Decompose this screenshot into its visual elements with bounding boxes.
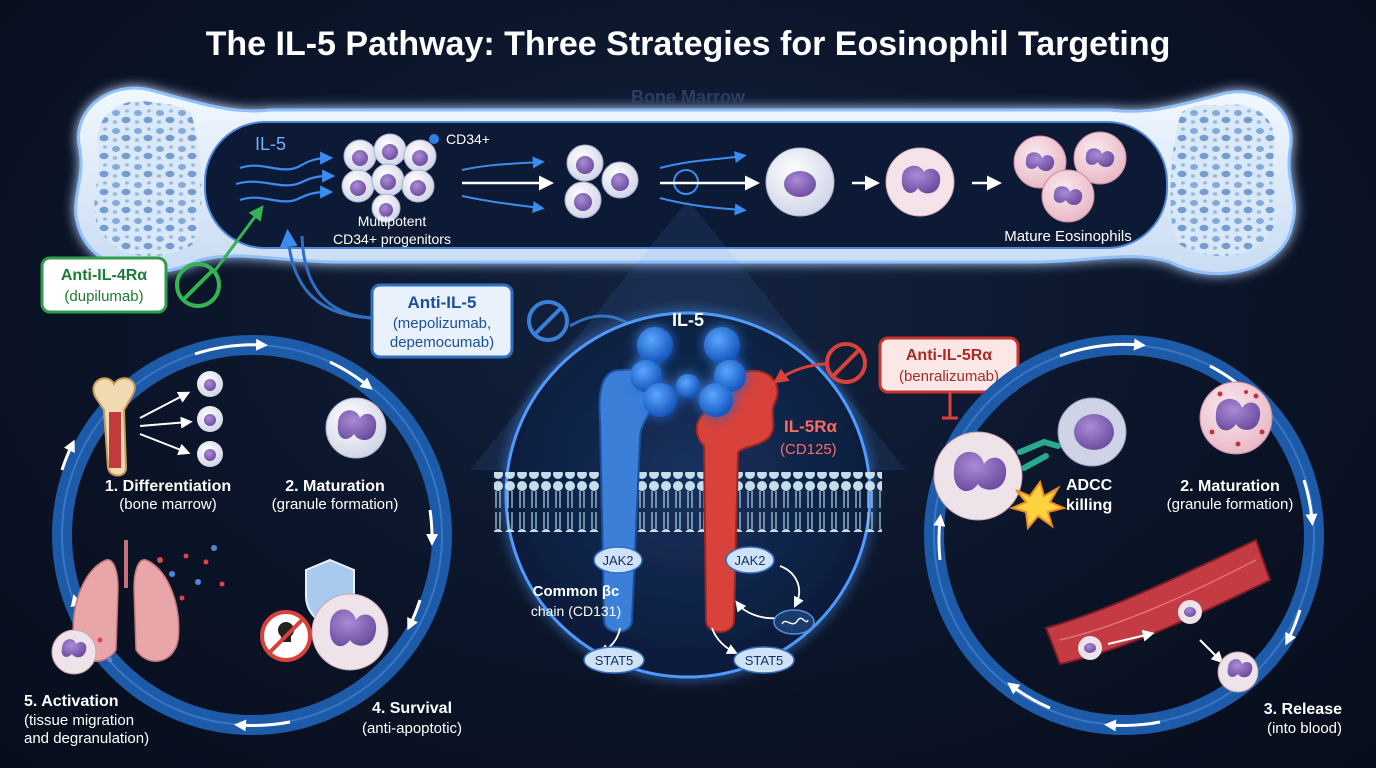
bone-marrow-label: Bone Marrow: [631, 87, 746, 107]
right-lifecycle-ring: [924, 335, 1324, 735]
myelocyte-cell: [765, 147, 835, 217]
no-apoptosis-icon: [260, 610, 312, 662]
right-step2-title: 2. Maturation: [1180, 478, 1280, 495]
right-step2-sub: (granule formation): [1167, 496, 1294, 513]
anti-il5ra-name: Anti-IL-5Rα: [906, 347, 992, 364]
anti-il4ra-strategy: Anti-IL-4Rα (dupilumab): [40, 205, 264, 314]
jak2-left-badge: JAK2: [593, 546, 643, 574]
left-step4-title: 4. Survival: [372, 700, 452, 717]
antibody-bridge-icon: [1017, 438, 1061, 471]
left-step2-sub: (granule formation): [272, 496, 399, 513]
marrow-il5-label: IL-5: [255, 134, 286, 154]
differentiated-cells: [197, 371, 223, 467]
differentiation-arrows: [139, 391, 193, 455]
mature-eosinophils: [1013, 131, 1127, 223]
anti-il4ra-drug: (dupilumab): [64, 288, 143, 305]
il5-feedback-arrows: [279, 228, 379, 320]
adcc-label-line1: ADCC: [1066, 477, 1113, 494]
anti-il5-box: [370, 283, 514, 359]
adcc-burst-icon: [1009, 479, 1068, 531]
anti-il5-drug-line2: depemocumab): [390, 334, 494, 351]
targeted-eosinophil: [933, 431, 1023, 521]
maturing-eosinophil-icon: [325, 397, 387, 459]
left-step5-sub1: (tissue migration: [24, 712, 134, 729]
progenitors-label-line2: CD34+ progenitors: [333, 231, 451, 247]
left-step5-title: 5. Activation: [24, 693, 119, 710]
eosinophil-precursor-cell: [885, 147, 955, 217]
marrow-flow-arrows-2: [659, 151, 747, 216]
il5-wave-arrows: [235, 151, 336, 203]
receptor-il5-label: IL-5: [672, 310, 704, 330]
stat5-right-badge: STAT5: [733, 646, 795, 674]
anti-il5ra-strategy: Anti-IL-5Rα (benralizumab): [773, 336, 1020, 420]
il5ra-label-line1: IL-5Rα: [784, 417, 838, 436]
cd34-label: CD34+: [446, 131, 490, 147]
anti-il5-name: Anti-IL-5: [408, 293, 477, 312]
left-step1-sub: (bone marrow): [119, 496, 217, 513]
degranulation-particles: [97, 545, 225, 663]
progenitor-cell-cluster: [341, 133, 437, 223]
right-maturing-eosinophil: [1199, 381, 1273, 455]
beta-chain-label-line1: Common βc: [533, 583, 620, 600]
left-step1-title: 1. Differentiation: [105, 478, 231, 495]
bone-marrow-icon: [92, 377, 136, 477]
receptor-zoom-circle: [494, 311, 882, 679]
anti-il5ra-block-icon: [825, 342, 867, 384]
anti-il5-drug-line1: (mepolizumab,: [393, 315, 491, 332]
left-lifecycle-ring: [52, 335, 452, 735]
il5ra-label-line2: (CD125): [780, 441, 837, 458]
anti-il5ra-drug: (benralizumab): [899, 368, 999, 385]
nk-cell: [1057, 397, 1127, 467]
beta-chain-label-line2: chain (CD131): [531, 603, 621, 619]
bone-marrow-bone: [74, 86, 1296, 276]
svg-text:JAK2: JAK2: [602, 553, 633, 568]
cell-membrane: [494, 472, 882, 532]
lung-tissue-icon: [51, 540, 180, 675]
jak2-right-badge: JAK2: [725, 546, 775, 574]
right-step3-sub: (into blood): [1267, 720, 1342, 737]
stat5-phospho-icon: [773, 609, 815, 635]
left-step4-sub: (anti-apoptotic): [362, 720, 462, 737]
blood-vessel-icon: [1044, 538, 1272, 693]
page-title: The IL-5 Pathway: Three Strategies for E…: [206, 25, 1171, 63]
anti-il5-strategy: Anti-IL-5 (mepolizumab, depemocumab): [370, 283, 645, 359]
anti-il4ra-box: [40, 256, 168, 314]
mature-eosinophils-label: Mature Eosinophils: [1004, 228, 1132, 245]
stat5-left-badge: STAT5: [583, 646, 645, 674]
marrow-flow-arrows: [461, 156, 545, 213]
committed-progenitor-cells: [564, 144, 639, 219]
anti-il4ra-block-icon: [175, 262, 221, 308]
adcc-label-line2: killing: [1066, 497, 1112, 514]
anti-il4ra-name: Anti-IL-4Rα: [61, 267, 147, 284]
svg-text:STAT5: STAT5: [595, 653, 634, 668]
progenitors-label-line1: Multipotent: [358, 213, 427, 229]
anti-il5-block-icon: [527, 300, 569, 342]
left-step2-title: 2. Maturation: [285, 478, 385, 495]
right-step3-title: 3. Release: [1264, 701, 1342, 718]
svg-text:STAT5: STAT5: [745, 653, 784, 668]
cd34-marker-icon: [429, 134, 439, 144]
surviving-eosinophil-icon: [311, 593, 389, 671]
svg-text:JAK2: JAK2: [734, 553, 765, 568]
il5-dimer: [630, 327, 746, 417]
left-step5-sub2: and degranulation): [24, 730, 149, 747]
